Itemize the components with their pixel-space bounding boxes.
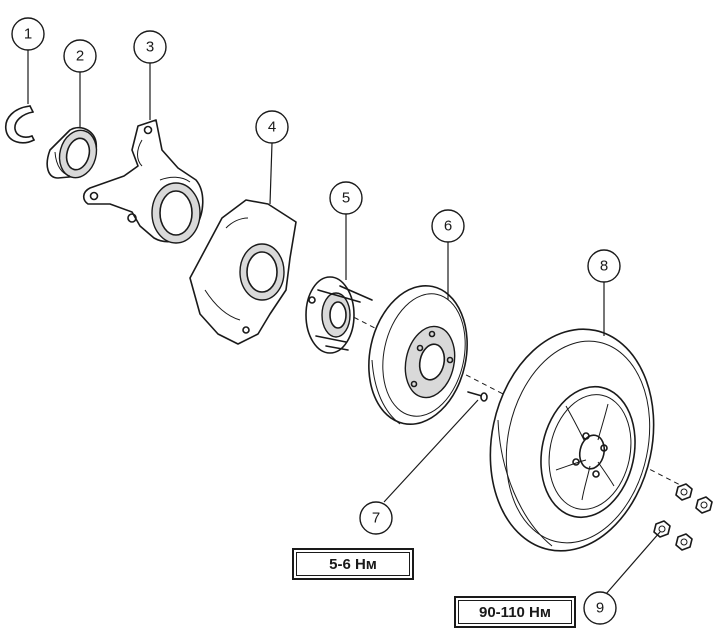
leader-line-4 (269, 142, 273, 205)
callout-9: 9 (583, 591, 617, 625)
guide-bolt (467, 391, 488, 402)
callout-1: 1 (11, 17, 45, 51)
callout-number: 3 (146, 39, 154, 56)
callout-4: 4 (255, 110, 289, 144)
brake-dust-shield (189, 199, 297, 345)
callout-5: 5 (329, 181, 363, 215)
wheel-nuts (653, 483, 713, 551)
wheel-nut (675, 483, 693, 501)
callout-number: 7 (372, 510, 380, 527)
callout-3: 3 (133, 30, 167, 64)
callout-number: 8 (600, 258, 608, 275)
retaining-ring (5, 105, 35, 144)
leader-line-9 (605, 531, 661, 595)
steering-knuckle (82, 119, 204, 244)
wheel-bearing (46, 126, 98, 179)
torque-label-wheel-nut: 90-110 Нм (454, 596, 576, 628)
torque-label-wheel-stud: 5-6 Нм (292, 548, 414, 580)
callout-7: 7 (359, 501, 393, 535)
callout-number: 1 (24, 26, 32, 43)
torque-value: 90-110 Нм (479, 603, 551, 621)
brake-disc (368, 285, 468, 425)
callout-6: 6 (431, 209, 465, 243)
callout-2: 2 (63, 39, 97, 73)
callout-number: 6 (444, 218, 452, 235)
callout-number: 5 (342, 190, 350, 207)
wheel-nut (653, 520, 671, 538)
callout-number: 2 (76, 48, 84, 65)
wheel-hub (305, 276, 373, 354)
torque-value: 5-6 Нм (329, 555, 377, 573)
callout-8: 8 (587, 249, 621, 283)
wheel-nut (695, 496, 713, 514)
callout-number: 4 (268, 119, 276, 136)
callout-number: 9 (596, 600, 604, 617)
wheel-nut (675, 533, 693, 551)
leader-line-7 (383, 399, 479, 503)
wheel-tyre (489, 328, 655, 552)
